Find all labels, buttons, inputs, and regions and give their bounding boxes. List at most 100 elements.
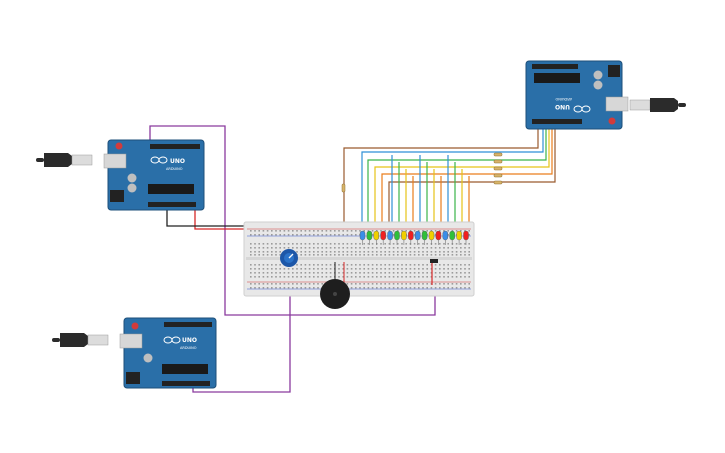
breadboard-hole xyxy=(321,243,323,245)
breadboard-hole xyxy=(325,272,328,274)
breadboard-hole xyxy=(292,243,294,245)
led[interactable] xyxy=(408,230,414,245)
breadboard-hole xyxy=(346,230,349,232)
breadboard-hole xyxy=(271,276,273,278)
led[interactable] xyxy=(415,230,421,245)
breadboard-hole xyxy=(313,230,315,232)
breadboard-hole xyxy=(279,254,281,256)
breadboard-hole xyxy=(460,283,462,285)
breadboard-hole xyxy=(460,268,462,270)
resistor[interactable] xyxy=(493,159,503,164)
led[interactable] xyxy=(421,230,428,245)
breadboard-hole xyxy=(283,234,286,236)
breadboard-hole xyxy=(430,287,433,289)
breadboard-hole xyxy=(371,283,374,285)
breadboard-hole xyxy=(422,268,424,270)
arduino-uno-bottom[interactable]: UNO ARDUINO xyxy=(52,317,217,389)
breadboard-hole xyxy=(262,254,265,256)
breadboard-hole xyxy=(359,254,361,256)
led[interactable] xyxy=(387,230,393,245)
breadboard-hole xyxy=(271,287,273,289)
arduino-logo-icon xyxy=(150,156,168,164)
transistor[interactable] xyxy=(430,259,438,263)
breadboard-hole xyxy=(367,254,370,256)
reset-button-icon[interactable] xyxy=(608,117,616,125)
potentiometer[interactable] xyxy=(280,249,298,267)
breadboard-hole xyxy=(329,276,332,278)
breadboard-hole xyxy=(321,283,323,285)
breadboard-hole xyxy=(250,287,252,289)
breadboard-hole xyxy=(250,276,252,278)
breadboard-hole xyxy=(443,264,445,266)
breadboard-hole xyxy=(468,287,470,289)
arduino-uno-left[interactable]: UNO ARDUINO xyxy=(36,139,205,211)
breadboard-hole xyxy=(376,283,378,285)
breadboard-hole xyxy=(371,254,374,256)
led[interactable] xyxy=(449,230,455,245)
usb-cable-icon[interactable] xyxy=(629,98,686,112)
led[interactable] xyxy=(442,230,448,245)
breadboard-hole xyxy=(388,230,391,232)
resistor-buzzer[interactable] xyxy=(341,183,346,193)
piezo-buzzer[interactable] xyxy=(320,262,350,309)
wire-brown-buzzer[interactable] xyxy=(343,125,539,262)
breadboard-hole xyxy=(317,230,319,232)
usb-cable-icon[interactable] xyxy=(52,333,109,347)
breadboard-hole xyxy=(392,243,395,245)
breadboard-hole xyxy=(409,268,412,270)
breadboard-hole xyxy=(266,268,269,270)
wire-blue-1[interactable] xyxy=(361,125,544,232)
led[interactable] xyxy=(373,230,379,245)
wire-purple-left-loop[interactable] xyxy=(149,125,436,316)
breadboard-hole xyxy=(355,254,357,256)
led[interactable] xyxy=(394,230,400,245)
breadboard-hole xyxy=(388,247,391,249)
breadboard-hole xyxy=(443,247,445,249)
breadboard-hole xyxy=(325,264,328,266)
wire-yellow-1[interactable] xyxy=(374,125,550,232)
breadboard-hole xyxy=(384,251,386,253)
wire-brown-2[interactable] xyxy=(388,125,556,232)
led[interactable] xyxy=(380,230,386,245)
breadboard-hole xyxy=(464,251,466,253)
breadboard-hole xyxy=(313,234,315,236)
led[interactable] xyxy=(463,230,469,245)
breadboard-hole xyxy=(350,283,353,285)
breadboard-hole xyxy=(430,254,433,256)
breadboard-hole xyxy=(447,254,449,256)
reset-button-icon[interactable] xyxy=(115,142,123,150)
breadboard-hole xyxy=(300,254,302,256)
wire-purple-bottom-pot[interactable] xyxy=(192,262,291,393)
arduino-uno-right[interactable]: UNO ARDUINO xyxy=(525,60,686,130)
resistor[interactable] xyxy=(493,166,503,171)
breadboard-hole xyxy=(325,234,328,236)
breadboard-hole xyxy=(447,230,449,232)
breadboard-hole xyxy=(300,243,302,245)
breadboard-hole xyxy=(363,268,365,270)
resistor[interactable] xyxy=(493,173,503,178)
breadboard-hole xyxy=(418,243,420,245)
breadboard-hole xyxy=(275,264,277,266)
breadboard-hole xyxy=(367,287,370,289)
breadboard-hole xyxy=(292,234,294,236)
breadboard-hole xyxy=(464,272,466,274)
breadboard-hole xyxy=(363,243,365,245)
resistor[interactable] xyxy=(493,152,503,157)
reset-button-icon[interactable] xyxy=(131,322,139,330)
led[interactable] xyxy=(456,230,462,245)
wire-green-1[interactable] xyxy=(367,125,547,232)
breadboard-hole xyxy=(254,243,256,245)
led[interactable] xyxy=(366,230,373,245)
usb-cable-icon[interactable] xyxy=(36,153,93,167)
breadboard-hole xyxy=(300,230,302,232)
breadboard-hole xyxy=(346,268,349,270)
resistor[interactable] xyxy=(493,180,503,185)
breadboard-hole xyxy=(338,247,340,249)
breadboard-hole xyxy=(279,230,281,232)
led[interactable] xyxy=(401,230,407,245)
led[interactable] xyxy=(359,230,366,245)
led[interactable] xyxy=(435,230,442,245)
wire-orange-1[interactable] xyxy=(381,125,553,232)
led[interactable] xyxy=(428,230,435,245)
